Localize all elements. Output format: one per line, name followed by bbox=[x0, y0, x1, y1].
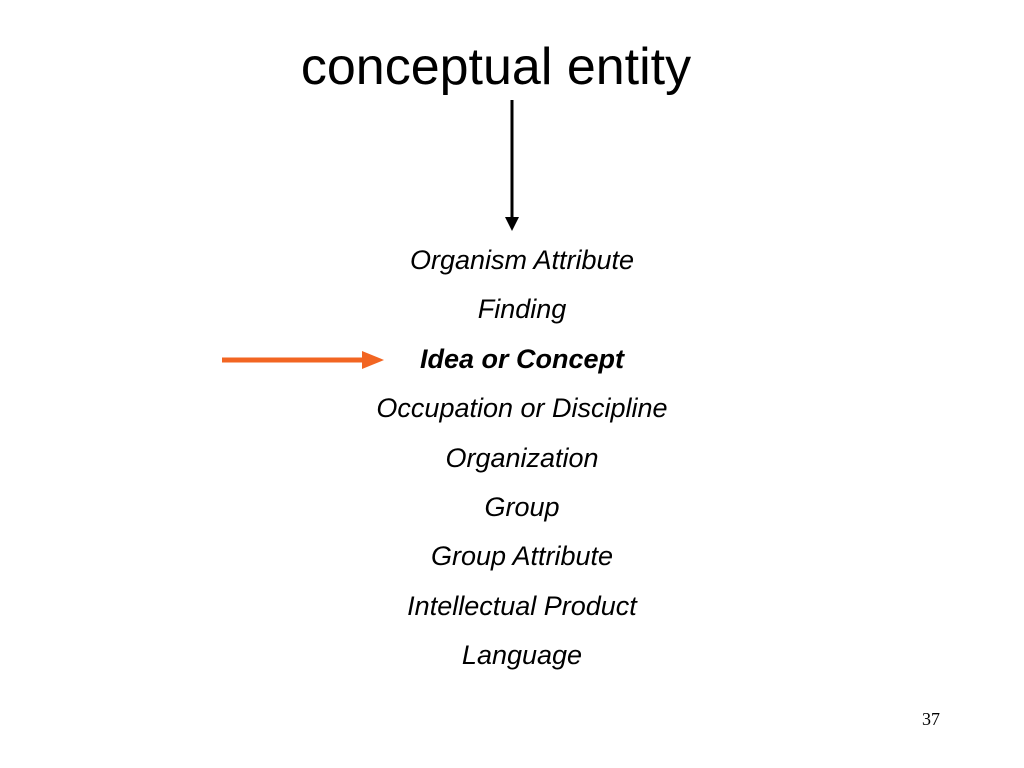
concept-list: Organism Attribute Finding Idea or Conce… bbox=[0, 236, 1024, 681]
list-item: Group Attribute bbox=[430, 541, 614, 572]
slide-title: conceptual entity bbox=[300, 38, 692, 96]
list-item: Occupation or Discipline bbox=[376, 393, 668, 424]
down-arrow-icon bbox=[505, 100, 519, 231]
list-item: Organization bbox=[445, 442, 599, 473]
list-item-highlighted: Idea or Concept bbox=[419, 343, 625, 374]
list-item: Finding bbox=[477, 294, 567, 325]
pointer-arrow-icon bbox=[222, 351, 384, 369]
list-item: Intellectual Product bbox=[407, 590, 637, 621]
list-item: Organism Attribute bbox=[409, 245, 635, 275]
list-item: Language bbox=[461, 640, 583, 671]
list-item: Group bbox=[484, 491, 560, 522]
page-number: 37 bbox=[922, 709, 940, 729]
